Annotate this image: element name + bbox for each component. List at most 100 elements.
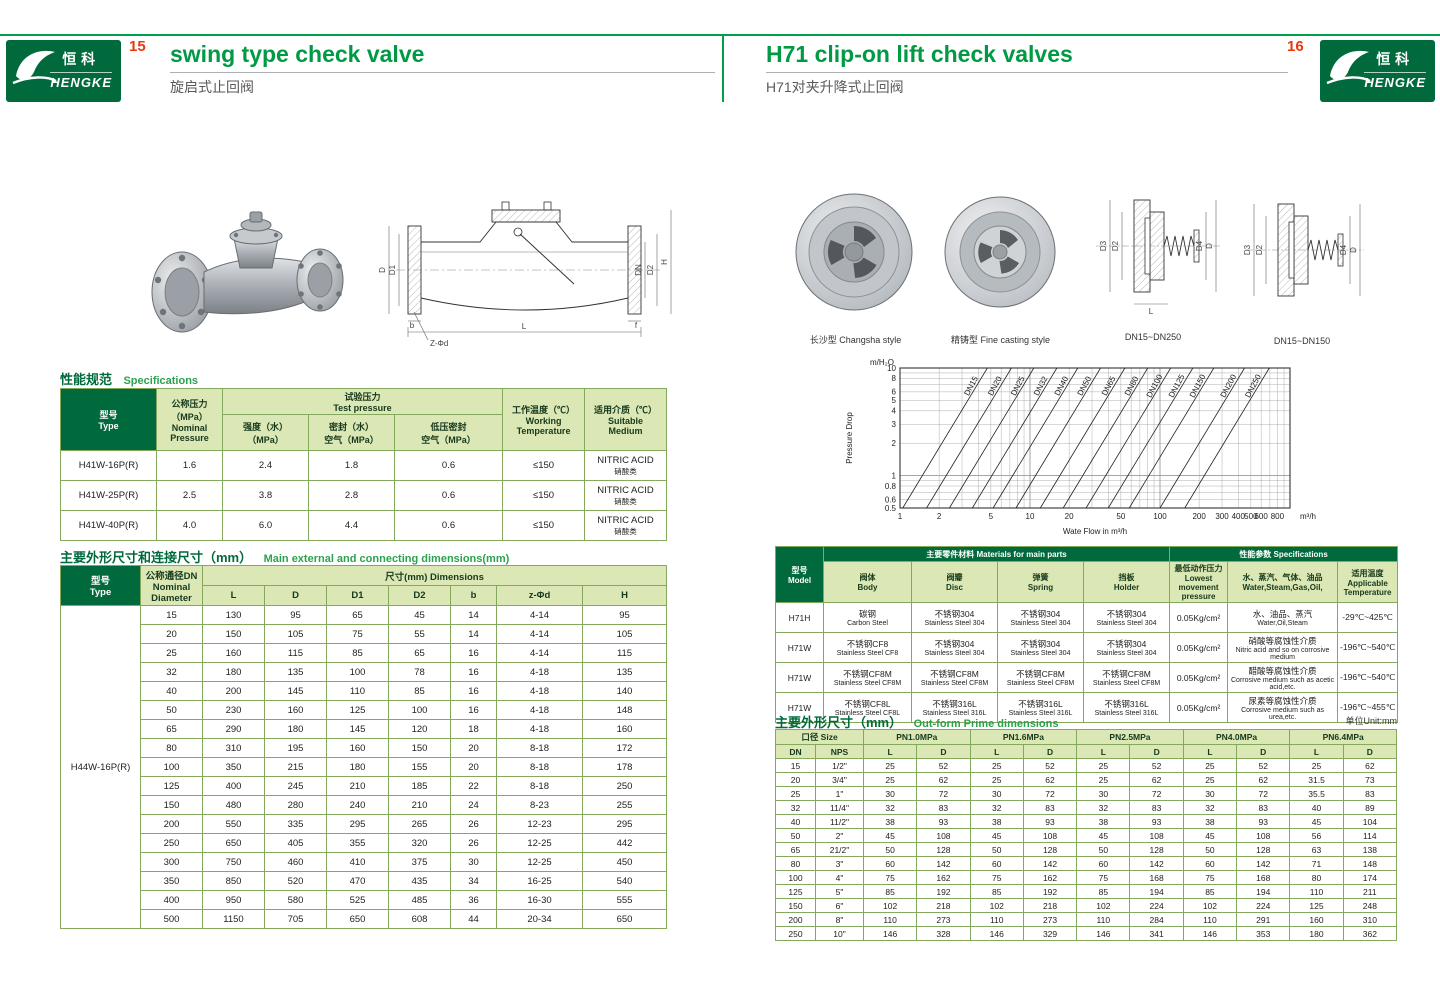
svg-text:10: 10 [1026, 512, 1035, 521]
svg-text:300: 300 [1215, 512, 1229, 521]
table-cell: 194 [1236, 884, 1291, 899]
table-cell: 1.6 [156, 450, 223, 481]
table-cell: 128 [1236, 842, 1291, 857]
svg-text:DN250: DN250 [1243, 372, 1263, 399]
table-cell: 14 [450, 624, 497, 644]
table-cell: 22 [450, 776, 497, 796]
wafer-valve-photo-fine-casting [944, 196, 1056, 308]
column-header: D [1022, 744, 1078, 759]
col-header-body: 阀体 Body [823, 561, 912, 603]
table-cell: 162 [1022, 870, 1078, 885]
col-header-performance: 性能参数 Specifications [1169, 546, 1399, 562]
table-cell: 650 [581, 909, 668, 929]
table-cell: H41W-25P(R) [60, 480, 157, 511]
column-header: L [862, 744, 918, 759]
table-cell: 85 [969, 884, 1024, 899]
table-cell: 89 [1342, 800, 1398, 815]
table-cell: 300 [140, 852, 203, 872]
dim-label-dn: DN [634, 264, 643, 276]
table-cell: 50 [1076, 842, 1131, 857]
table-cell: ≤150 [502, 480, 586, 511]
table-cell: 650 [202, 833, 265, 853]
table-cell: 310 [202, 738, 265, 758]
table-cell: 11/4" [815, 800, 864, 815]
table-cell: 25 [1076, 758, 1131, 773]
table-cell: 72 [1022, 786, 1078, 801]
col-header-pn10: PN1.0MPa [863, 729, 971, 745]
table-cell: 148 [581, 700, 668, 720]
table-cell: 128 [1129, 842, 1184, 857]
table-cell: 248 [1342, 898, 1398, 913]
table-cell: 4-18 [496, 700, 583, 720]
table-cell: 128 [916, 842, 971, 857]
brand-name-zh: 恒科 [1376, 51, 1415, 67]
table-cell: 185 [388, 776, 451, 796]
dim-label-f: f [635, 321, 638, 330]
dimensions-table: 型号 Type 公称通径DN Nominal Diameter 尺寸(mm) D… [60, 565, 668, 929]
table-cell: 0.05Kg/cm² [1169, 692, 1229, 723]
table-cell: 115 [581, 643, 668, 663]
table-cell: 210 [388, 795, 451, 815]
right-title-zh: H71对夹升降式止回阀 [766, 79, 904, 96]
col-header-temperature: 适用温度 Applicable Temperature [1337, 561, 1399, 603]
table-cell: 20 [450, 738, 497, 758]
table-cell: 250 [140, 833, 203, 853]
table-cell: 291 [1236, 912, 1291, 927]
table-cell: 362 [1342, 926, 1398, 941]
table-cell: 36 [450, 890, 497, 910]
table-cell: 18 [450, 719, 497, 739]
title-separator [766, 72, 1288, 74]
table-cell: 30 [969, 786, 1024, 801]
table-cell: 72 [916, 786, 971, 801]
table-cell: 0.6 [393, 480, 504, 511]
table-cell: 520 [264, 871, 327, 891]
table-cell: 52 [916, 758, 971, 773]
svg-text:3: 3 [892, 420, 897, 429]
table-cell: 255 [581, 795, 668, 815]
table-cell: 52 [1236, 758, 1291, 773]
col-header-seal: 密封（水） 空气（MPa） [308, 414, 395, 451]
table-cell: 375 [388, 852, 451, 872]
table-cell: 174 [1342, 870, 1398, 885]
table-cell: 75 [1076, 870, 1131, 885]
table-cell: 950 [202, 890, 265, 910]
table-cell: 4.0 [156, 510, 223, 541]
table-cell: 75 [862, 870, 918, 885]
table-cell: 2" [815, 828, 864, 843]
table-cell: 3/4" [815, 772, 864, 787]
table-cell: 20 [450, 757, 497, 777]
table-cell: 30 [1182, 786, 1238, 801]
table-cell: 8-23 [496, 795, 583, 815]
table-cell: 14 [450, 605, 497, 625]
col-header-medium: 适用介质（℃） Suitable Medium [584, 388, 668, 451]
svg-text:DN50: DN50 [1076, 374, 1094, 397]
table-cell: 83 [1342, 786, 1398, 801]
table-cell: 224 [1129, 898, 1184, 913]
table-cell: H71W [775, 632, 824, 663]
table-cell: 168 [1129, 870, 1184, 885]
dim-label-l: L [1149, 307, 1154, 316]
dim-label-d4: D4 [1195, 240, 1204, 251]
table-cell: 102 [969, 898, 1024, 913]
table-cell: 62 [916, 772, 971, 787]
page-divider [722, 36, 724, 102]
table-cell: 230 [202, 700, 265, 720]
specs-heading-en: Specifications [123, 375, 199, 387]
table-cell: 155 [388, 757, 451, 777]
table-cell: 100 [775, 870, 816, 885]
table-cell: 250 [581, 776, 668, 796]
table-cell: 32 [775, 800, 816, 815]
table-cell: 25 [969, 758, 1024, 773]
table-cell: 78 [388, 662, 451, 682]
right-page-title: H71 clip-on lift check valves H71对夹升降式止回… [766, 42, 1288, 97]
